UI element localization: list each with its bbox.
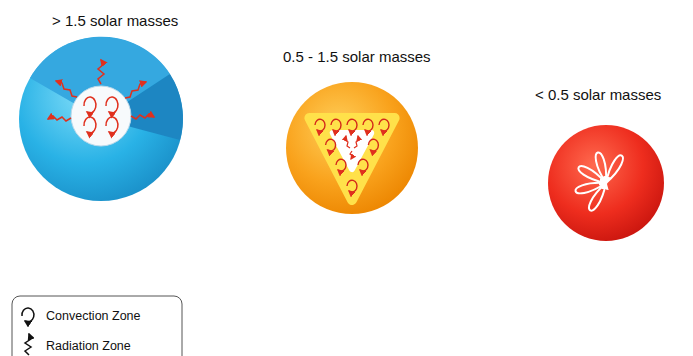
convection-symbol [22, 308, 34, 322]
convection-loop [347, 119, 357, 131]
radiation-arrow [345, 136, 359, 159]
convection-loop [84, 117, 96, 133]
convection-loop [596, 152, 606, 183]
convection-loop [368, 139, 378, 151]
convection-loop [84, 97, 118, 133]
convection-loop [331, 119, 341, 131]
legend-label: Radiation Zone [46, 339, 131, 354]
radiation-arrow [345, 136, 350, 148]
convective-core [71, 86, 131, 146]
mass-heading: > 1.5 solar masses [52, 12, 178, 30]
mass-heading: 0.5 - 1.5 solar masses [283, 48, 431, 66]
radiation-arrow [350, 151, 353, 159]
radiation-symbol [25, 334, 31, 355]
convection-loop [326, 139, 336, 151]
star-surface [19, 37, 183, 201]
convection-loop [336, 159, 346, 171]
radiation-arrow [354, 136, 359, 148]
convection-loop [575, 152, 622, 210]
orange-star [286, 82, 418, 214]
convection-loop [379, 119, 389, 131]
convection-loop [315, 119, 325, 131]
mass-heading: < 0.5 solar masses [535, 86, 661, 104]
radiation-arrow [56, 81, 77, 97]
star-panel: 0.5 - 1.5 solar masses [270, 44, 480, 224]
star-panel: > 1.5 solar masses [10, 8, 210, 208]
convection-loop [606, 155, 623, 183]
legend-box [12, 296, 182, 356]
convection-loop [315, 119, 389, 192]
star-surface [548, 125, 664, 241]
radiation-arrow [98, 60, 104, 84]
convection-loop [106, 97, 118, 113]
convection-loop [347, 180, 357, 192]
red-star [548, 125, 664, 241]
convection-loop [575, 183, 606, 193]
convection-loop [84, 97, 96, 113]
convection-layer [309, 118, 394, 200]
legend-label: Convection Zone [46, 309, 141, 324]
star-panel: < 0.5 solar masses [525, 82, 690, 247]
radiation-arrow [48, 60, 154, 121]
star-surface [286, 82, 418, 214]
blue-star [19, 37, 183, 201]
radiation-arrow [131, 114, 154, 119]
legend-box [12, 296, 182, 356]
convection-loop [363, 119, 373, 131]
radiation-arrow [125, 82, 146, 98]
convection-loop [106, 117, 118, 133]
convection-loop [358, 159, 368, 171]
radiative-core [333, 133, 371, 169]
radiation-arrow [48, 116, 71, 121]
